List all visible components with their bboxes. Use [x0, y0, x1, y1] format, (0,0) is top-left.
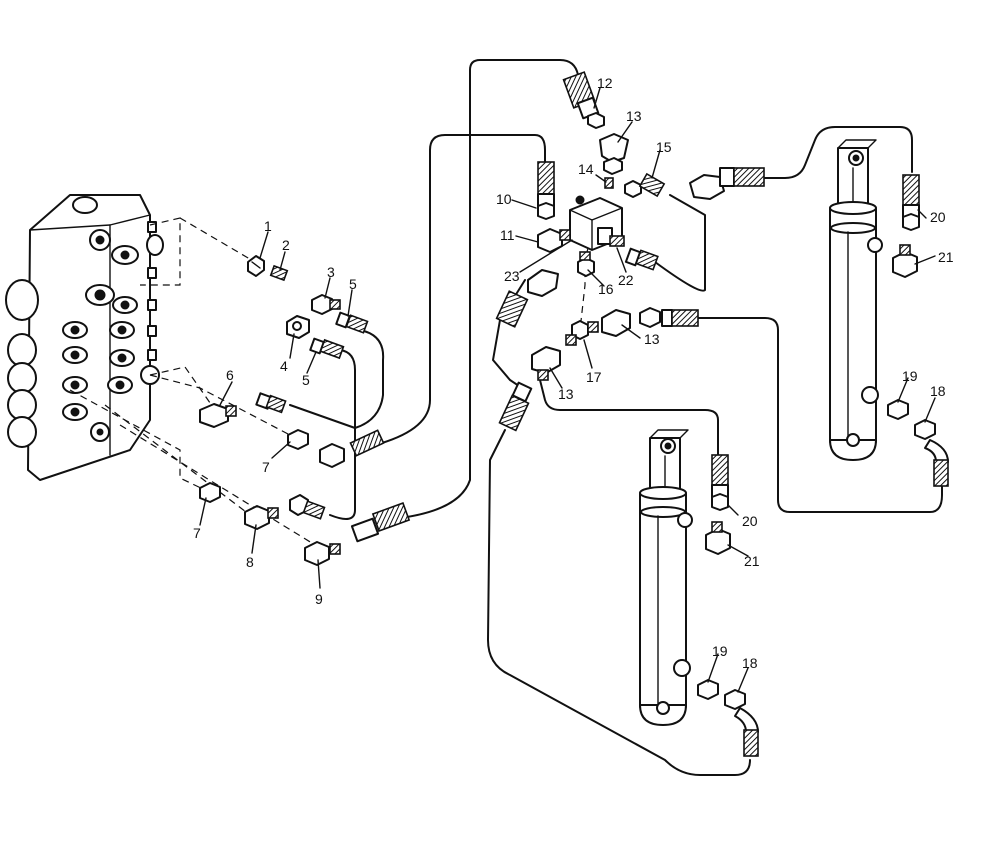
callout-16: 16	[598, 281, 614, 297]
callout-8: 8	[246, 554, 254, 570]
fitting-17	[565, 320, 599, 346]
fitting-16	[577, 251, 595, 277]
callout-4: 4	[280, 358, 288, 374]
valve-ports	[62, 245, 139, 442]
hydraulic-hoses	[289, 59, 943, 776]
hose-end-15	[624, 172, 666, 198]
fitting-7b	[199, 482, 221, 503]
fitting-6	[199, 392, 287, 428]
callout-19-right: 19	[902, 368, 918, 384]
fitting-13-left	[531, 346, 561, 381]
fitting-13-top	[599, 133, 629, 175]
callout-13-right: 13	[644, 331, 660, 347]
callout-23: 23	[504, 268, 520, 284]
callout-6: 6	[226, 367, 234, 383]
callout-7b: 7	[193, 525, 201, 541]
hose-end-18-right	[914, 419, 949, 487]
hose-end-12	[562, 71, 605, 129]
fitting-9	[304, 541, 341, 566]
callout-15: 15	[656, 139, 672, 155]
hose-elbow-15-right	[689, 167, 765, 200]
callout-1: 1	[264, 218, 272, 234]
hose-bend-center	[319, 429, 385, 468]
hose-end-5b	[309, 337, 345, 360]
callout-19-center: 19	[712, 643, 728, 659]
control-valve-block	[5, 194, 164, 481]
callout-21-center: 21	[744, 553, 760, 569]
callout-13-top: 13	[626, 108, 642, 124]
callout-20-right: 20	[930, 209, 946, 225]
fitting-19-right	[887, 399, 909, 420]
fitting-1	[247, 255, 265, 277]
callout-20-center: 20	[742, 513, 758, 529]
hydraulic-cylinder-center	[639, 429, 693, 726]
callout-9: 9	[315, 591, 323, 607]
hose-end-20-right	[902, 174, 920, 231]
hose-end-right-block	[624, 247, 659, 271]
callout-13-left: 13	[558, 386, 574, 402]
hose-end-5a	[335, 311, 369, 334]
hose-end-lower-left	[498, 381, 533, 432]
fitting-13-right	[601, 307, 699, 337]
callout-18-right: 18	[930, 383, 946, 399]
callout-3: 3	[327, 264, 335, 280]
hose-end-18-center	[724, 689, 759, 757]
callout-2: 2	[282, 237, 290, 253]
fitting-19-center	[697, 679, 719, 700]
callout-labels: 1 2 3 4 5 5 6 7 7 8 9 10 11 12 13 13 13 …	[193, 75, 954, 671]
callout-7a: 7	[262, 459, 270, 475]
callout-14: 14	[578, 161, 594, 177]
valve-spool-caps	[5, 279, 39, 448]
callout-10: 10	[496, 191, 512, 207]
fitting-22	[609, 235, 625, 247]
hose-elbow-23	[495, 269, 559, 328]
callout-21-right: 21	[938, 249, 954, 265]
callout-17: 17	[586, 369, 602, 385]
fitting-21-right	[892, 244, 918, 278]
hose-end-10	[537, 161, 555, 220]
fitting-4	[286, 315, 310, 339]
callout-leaders	[199, 87, 936, 693]
fitting-14	[604, 177, 614, 189]
hydraulic-cylinder-right	[829, 139, 883, 461]
callout-5a: 5	[349, 276, 357, 292]
fitting-2	[269, 264, 289, 282]
callout-22: 22	[618, 272, 634, 288]
fitting-11	[537, 228, 571, 253]
callout-18-center: 18	[742, 655, 758, 671]
callout-11: 11	[500, 227, 515, 243]
fitting-7a	[287, 429, 309, 450]
fitting-8	[244, 494, 326, 530]
hose-end-large	[350, 502, 411, 543]
callout-5b: 5	[302, 372, 310, 388]
fitting-21-center	[705, 521, 731, 555]
hose-end-20-center	[711, 454, 729, 511]
callout-12: 12	[597, 75, 613, 91]
fitting-3	[311, 294, 341, 315]
